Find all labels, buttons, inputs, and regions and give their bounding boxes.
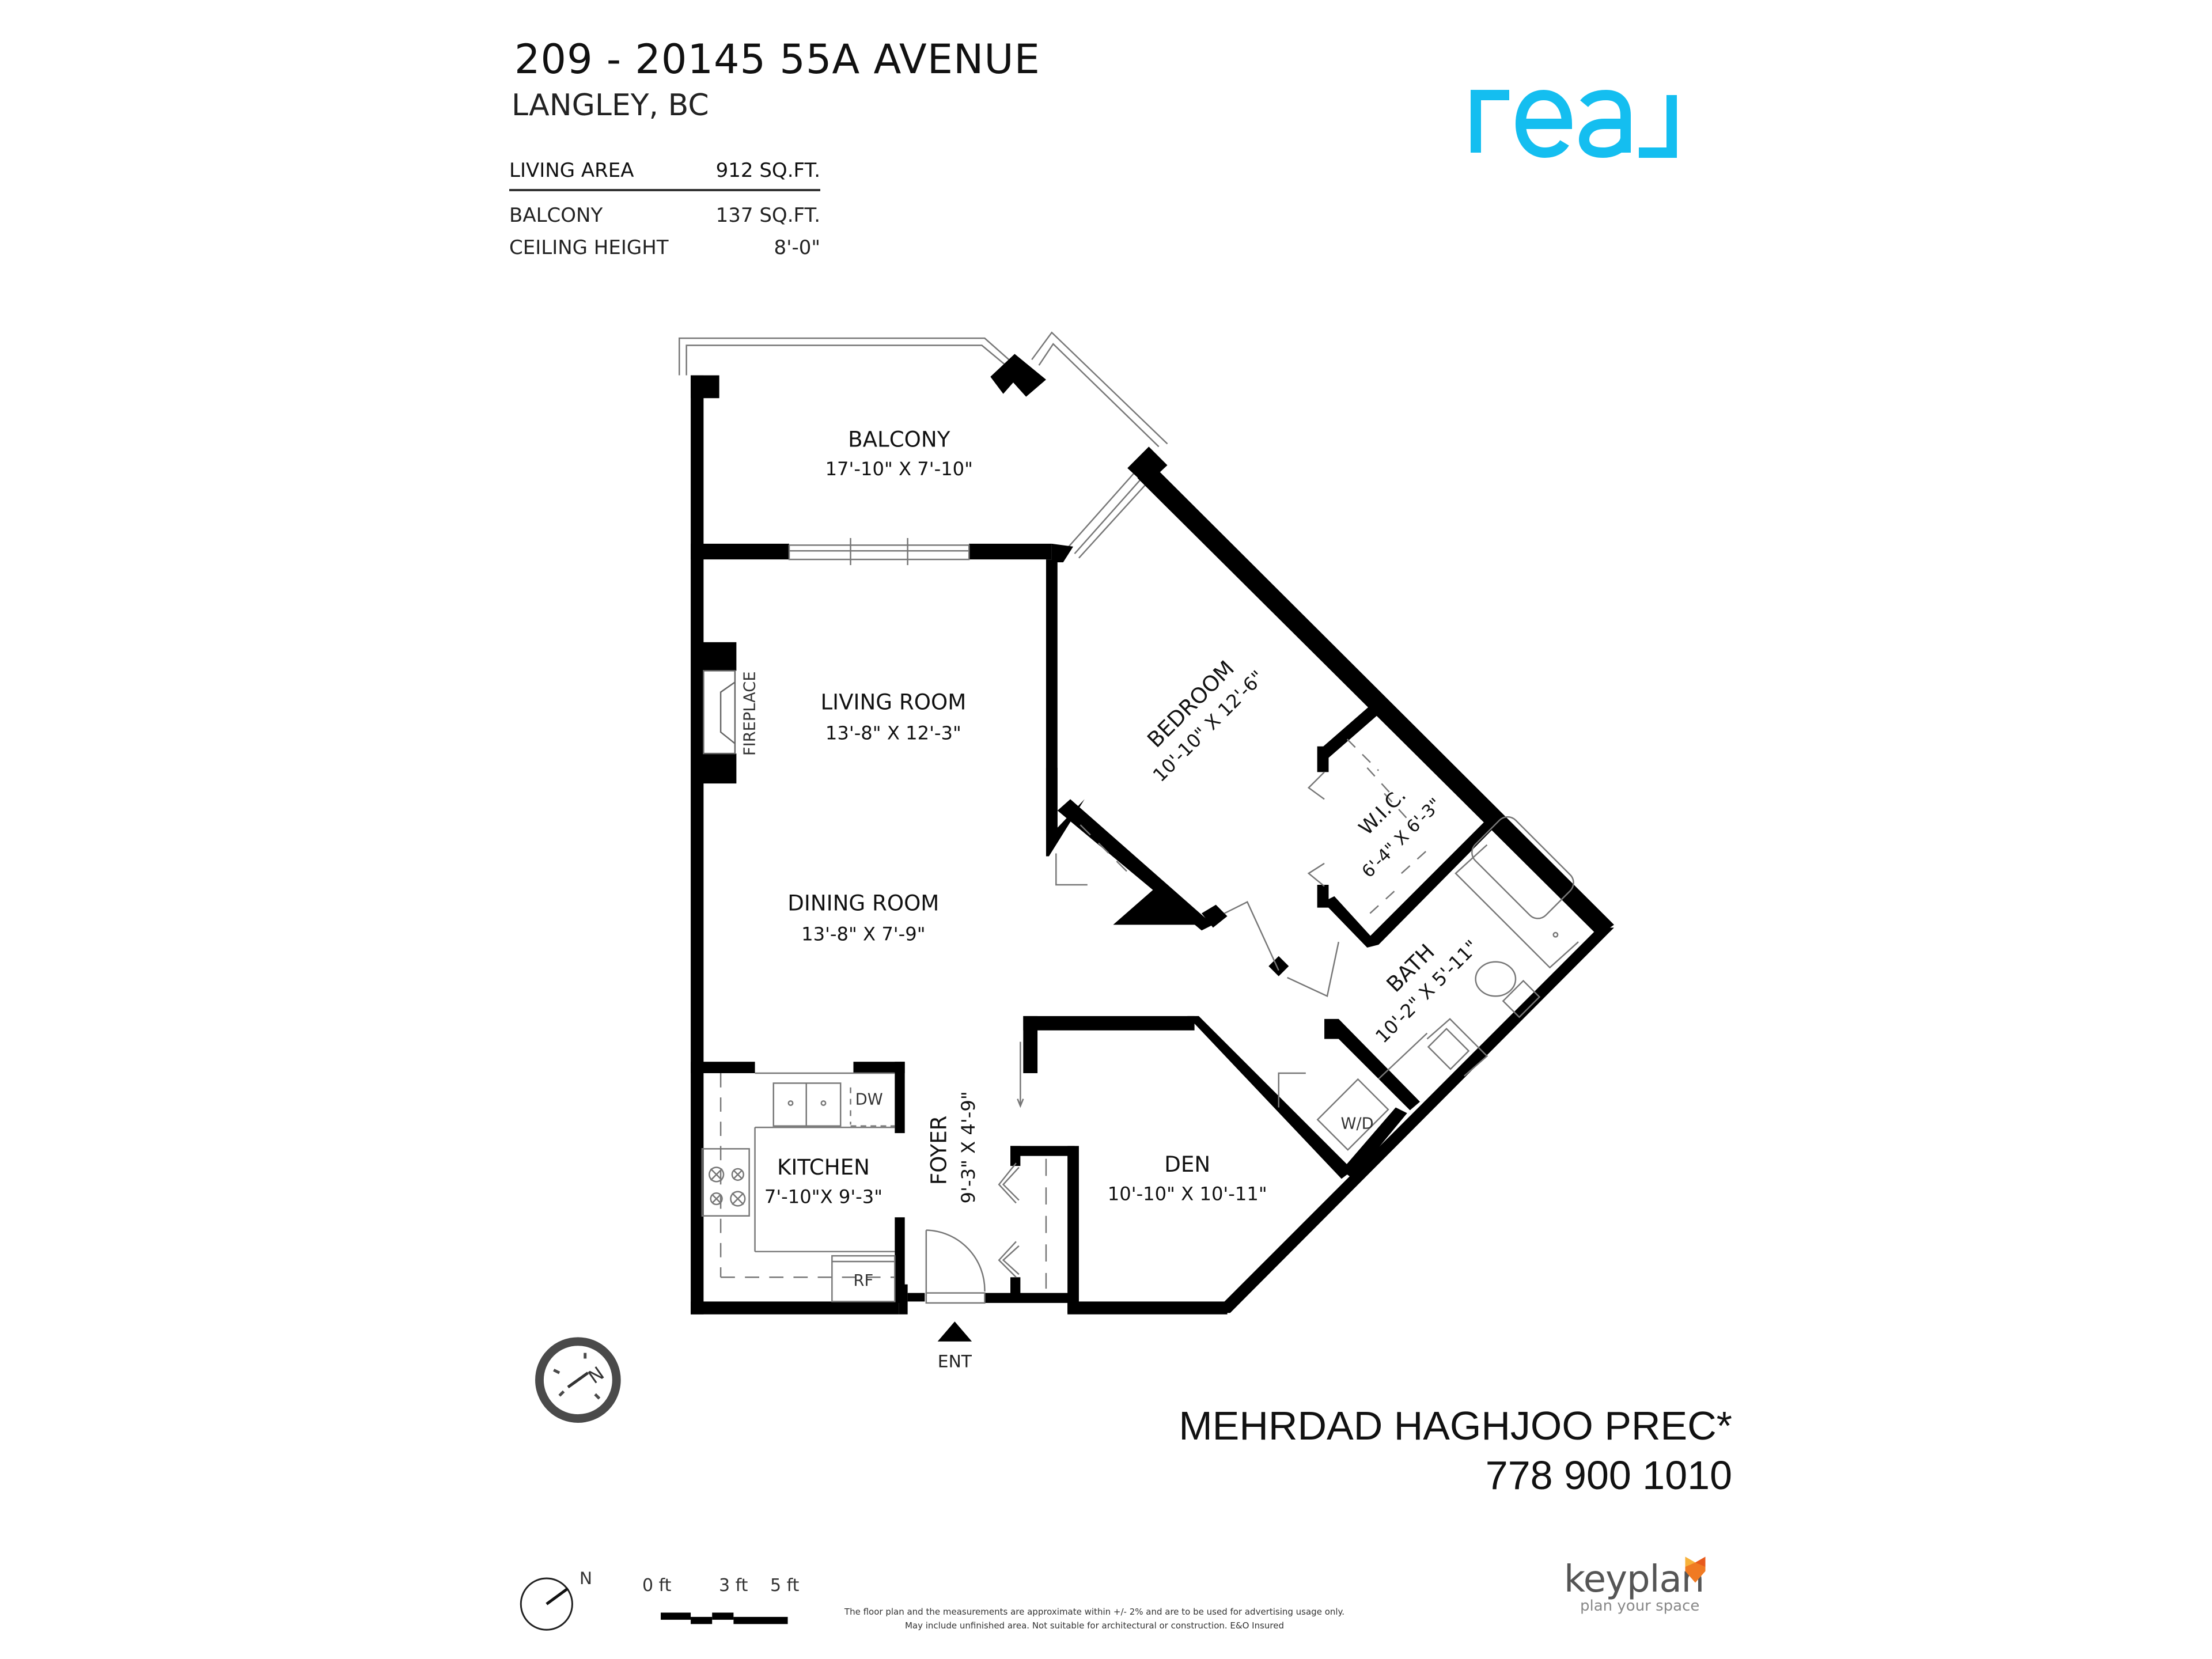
logo-r-shape: [1471, 90, 1509, 153]
scale-label-0: 0 ft: [642, 1575, 672, 1596]
room-name-den: DEN: [1164, 1152, 1210, 1177]
balcony-railing: [679, 331, 1168, 559]
area-stats-table: LIVING AREA 912 SQ.FT. BALCONY 137 SQ.FT…: [509, 154, 820, 264]
compass-icon: N: [535, 1337, 621, 1423]
keyplan-fox-icon: [1685, 1556, 1706, 1583]
room-name-kitchen: KITCHEN: [777, 1155, 870, 1180]
sliding-door: [788, 537, 970, 566]
stat-value: 137 SQ.FT.: [715, 204, 820, 227]
entry-label: ENT: [938, 1351, 972, 1372]
stat-value: 8'-0": [774, 236, 820, 259]
agent-phone: 778 900 1010: [1485, 1453, 1732, 1498]
disclaimer-line-2: May include unfinished area. Not suitabl…: [904, 1620, 1285, 1631]
stat-row-living-area: LIVING AREA 912 SQ.FT.: [509, 154, 820, 191]
property-address: 209 - 20145 55A AVENUE: [514, 36, 1040, 83]
doors: [925, 738, 1431, 1304]
scale-bar: [661, 1612, 788, 1624]
scale-label-3: 3 ft: [719, 1575, 748, 1596]
walls: [691, 375, 1614, 1315]
entry-arrow-icon: [937, 1321, 972, 1342]
stat-value: 912 SQ.FT.: [715, 159, 820, 182]
room-dims-den: 10'-10" X 10'-11": [1108, 1183, 1267, 1205]
bath-fixtures: [1316, 816, 1579, 1151]
dishwasher-label: DW: [855, 1091, 883, 1109]
fireplace-icon: [703, 670, 736, 755]
scale-label-5: 5 ft: [770, 1575, 800, 1596]
room-dims-foyer: 9'-3" X 4'-9": [957, 1091, 979, 1203]
room-dims-balcony: 17'-10" X 7'-10": [825, 458, 973, 480]
north-letter: N: [579, 1569, 592, 1589]
keyplan-logo: keyplan plan your space: [1564, 1558, 1705, 1615]
washer-dryer-label: W/D: [1340, 1115, 1373, 1133]
room-name-dining: DINING ROOM: [787, 891, 939, 916]
north-arrow-icon: N: [520, 1569, 592, 1631]
room-labels: BALCONY 17'-10" X 7'-10" LIVING ROOM 13'…: [741, 427, 1483, 1372]
fridge-label: RF: [854, 1272, 874, 1290]
room-dims-dining: 13'-8" X 7'-9": [801, 923, 925, 945]
stat-label: CEILING HEIGHT: [509, 236, 669, 259]
logo-a-shape: [1578, 89, 1631, 158]
room-name-foyer: FOYER: [927, 1116, 952, 1185]
room-dims-kitchen: 7'-10"X 9'-3": [764, 1185, 882, 1207]
room-name-living: LIVING ROOM: [820, 690, 966, 714]
real-brokerage-logo: [1471, 89, 1677, 158]
disclaimer-line-1: The floor plan and the measurements are …: [844, 1607, 1345, 1617]
stat-row-balcony: BALCONY 137 SQ.FT.: [509, 199, 820, 232]
keyplan-tagline: plan your space: [1580, 1597, 1700, 1615]
property-city: LANGLEY, BC: [512, 88, 709, 123]
balcony-post: [990, 354, 1046, 397]
stat-label: LIVING AREA: [509, 159, 634, 182]
keyplan-wordmark: keyplan: [1564, 1558, 1705, 1601]
disclaimer: The floor plan and the measurements are …: [830, 1605, 1359, 1633]
room-dims-living: 13'-8" X 12'-3": [825, 722, 961, 744]
kitchen-fixtures: [701, 1072, 896, 1302]
compass-north-letter: N: [584, 1362, 608, 1388]
fireplace-label: FIREPLACE: [741, 671, 759, 756]
stat-label: BALCONY: [509, 204, 603, 227]
room-name-balcony: BALCONY: [848, 427, 950, 452]
agent-contact: MEHRDAD HAGHJOO PREC* 778 900 1010: [1179, 1401, 1732, 1500]
logo-e-shape: [1515, 89, 1573, 158]
agent-name: MEHRDAD HAGHJOO PREC*: [1179, 1403, 1732, 1448]
logo-l-shape: [1639, 95, 1677, 158]
stat-row-ceiling-height: CEILING HEIGHT 8'-0": [509, 232, 820, 264]
